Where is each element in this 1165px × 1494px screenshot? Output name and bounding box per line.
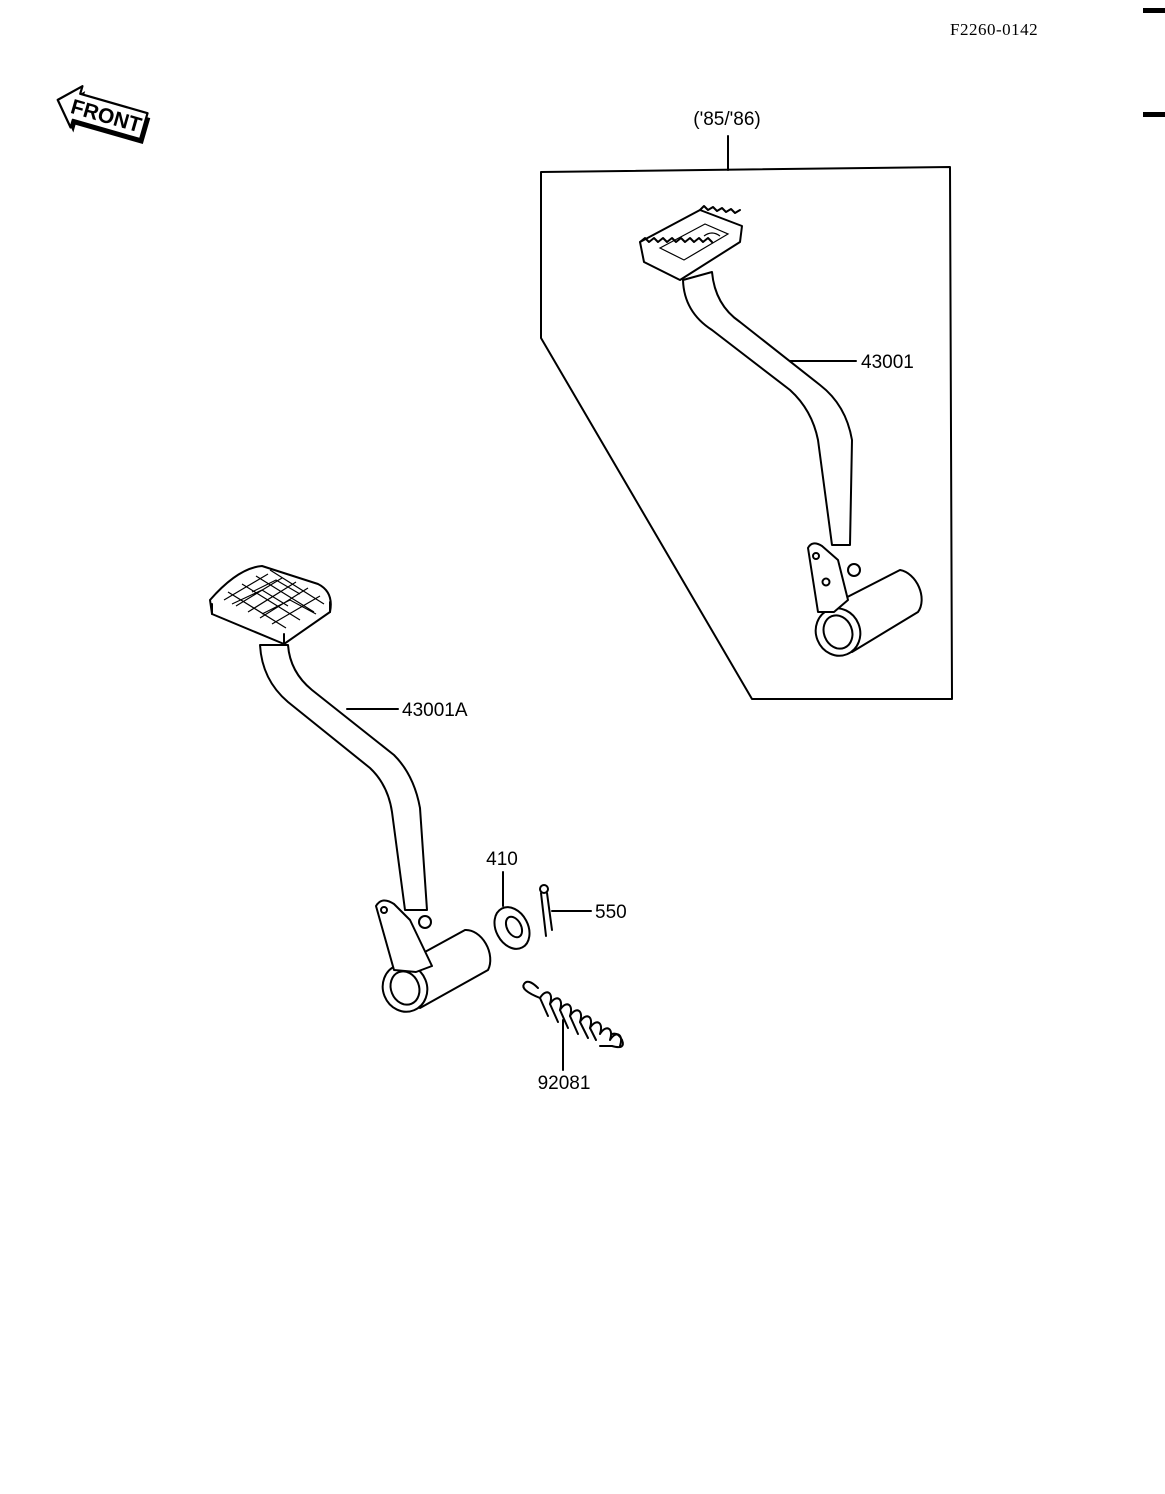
cotter-pin-550-legs	[540, 892, 553, 937]
pedal-43001a-clevis-hole	[380, 906, 388, 914]
spring-92081-coil	[539, 991, 622, 1047]
pedal-43001-arm	[682, 271, 853, 546]
front-arrow-icon: FRONT	[56, 85, 151, 145]
pedal-43001a-pad-edge	[211, 601, 331, 645]
pedal-43001-pad-serration	[639, 205, 741, 243]
washer-410-hole	[504, 915, 524, 939]
pedal-43001a-clevis	[375, 899, 433, 973]
pedal-43001-pivot-bore	[822, 614, 854, 650]
pedal-43001a-arm	[259, 644, 428, 911]
washer-410	[493, 906, 531, 950]
pedal-43001-clevis-hole-2	[821, 577, 831, 587]
pedal-43001a-pad-tread	[223, 569, 325, 629]
pedal-43001a-pivot-bore	[389, 970, 421, 1006]
cotter-pin-550	[539, 884, 553, 937]
spring-92081-hook-left	[522, 980, 541, 999]
pedal-43001-pad	[639, 209, 743, 281]
pedal-43001-pad-slot-2	[703, 232, 721, 237]
pedal-43001a-stop-pin	[418, 915, 432, 929]
part-label-92081: 92081	[538, 1073, 591, 1094]
part-label-550: 550	[595, 902, 627, 923]
spring-92081-hook-right	[599, 1032, 624, 1049]
spring-92081	[522, 980, 624, 1049]
part-label-43001: 43001	[861, 352, 914, 373]
pedal-43001a-pad	[209, 565, 332, 645]
registration-mark-bottom	[1143, 112, 1165, 117]
cotter-pin-550-eye	[539, 884, 549, 894]
part-label-43001a: 43001A	[402, 700, 468, 721]
document-code: F2260-0142	[950, 20, 1038, 39]
part-label-410: 410	[486, 849, 518, 870]
pedal-43001-clevis-hole	[812, 552, 820, 560]
pedal-43001-stop-pin	[847, 563, 861, 577]
washer-410-outer	[493, 906, 531, 950]
variant-note: ('85/'86)	[693, 109, 760, 130]
pedal-43001-clevis	[807, 542, 849, 613]
spring-92081-coil-back	[539, 997, 597, 1041]
pedal-43001	[639, 205, 923, 657]
pedal-43001a	[209, 565, 492, 1013]
variant-enclosure	[540, 166, 953, 700]
pedal-43001-pad-slot	[658, 223, 730, 261]
registration-mark-top	[1143, 8, 1165, 13]
